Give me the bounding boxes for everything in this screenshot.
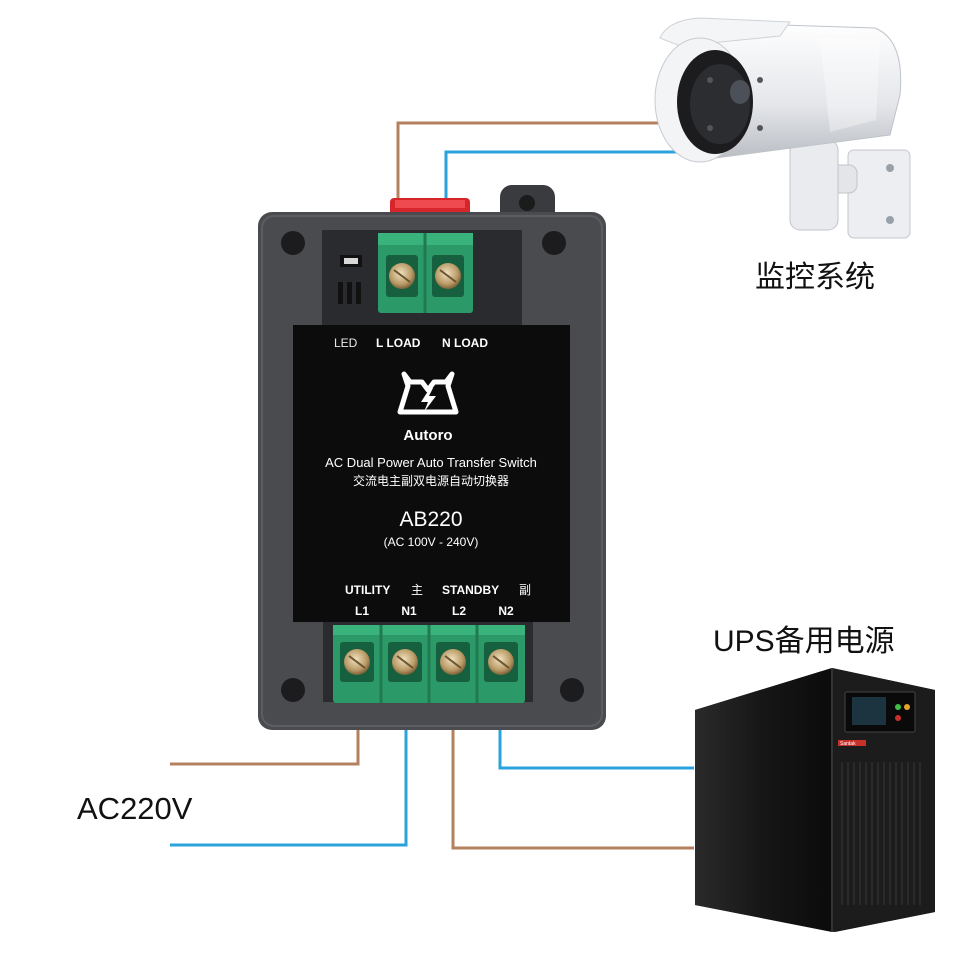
mount-hole-icon	[281, 231, 305, 255]
terminal-label-l2: L2	[452, 604, 466, 618]
ups-unit-icon: Santak	[695, 668, 935, 932]
title-chinese: 交流电主副双电源自动切换器	[353, 473, 509, 488]
label-ups-backup: UPS备用电源	[713, 625, 895, 658]
mount-hole-icon	[560, 678, 584, 702]
title-english: AC Dual Power Auto Transfer Switch	[325, 455, 537, 470]
label-ac-input: AC220V	[77, 791, 193, 826]
brand-name: Autoro	[403, 427, 452, 444]
ups-brand: Santak	[840, 741, 856, 747]
label-l-load: L LOAD	[376, 336, 421, 350]
ups-live-wire	[451, 688, 694, 850]
terminal-label-l1: L1	[355, 604, 369, 618]
label-n-load: N LOAD	[442, 336, 488, 350]
label-led: LED	[334, 336, 358, 350]
label-standby-cn: 副	[519, 583, 531, 597]
model-number: AB220	[399, 508, 462, 531]
label-utility: UTILITY	[345, 583, 390, 597]
input-terminal-block	[323, 622, 533, 703]
terminal-label-n2: N2	[498, 604, 514, 618]
voltage-range: (AC 100V - 240V)	[384, 535, 479, 549]
mount-hole-icon	[281, 678, 305, 702]
label-utility-cn: 主	[411, 583, 423, 597]
ups-vents	[841, 762, 921, 905]
autoro-logo-icon	[397, 371, 459, 415]
mount-hole-icon	[542, 231, 566, 255]
front-panel	[293, 325, 570, 622]
ups-brand-stripe	[838, 740, 866, 746]
ac-neutral-wire	[170, 688, 408, 847]
transfer-switch: LED L LOAD N LOAD Autoro AC Dual Power A…	[258, 185, 606, 730]
terminal-label-n1: N1	[401, 604, 417, 618]
label-monitoring-system: 监控系统	[755, 261, 875, 294]
label-standby: STANDBY	[442, 583, 499, 597]
load-terminal-block	[378, 233, 473, 313]
cctv-camera-icon	[654, 17, 911, 239]
